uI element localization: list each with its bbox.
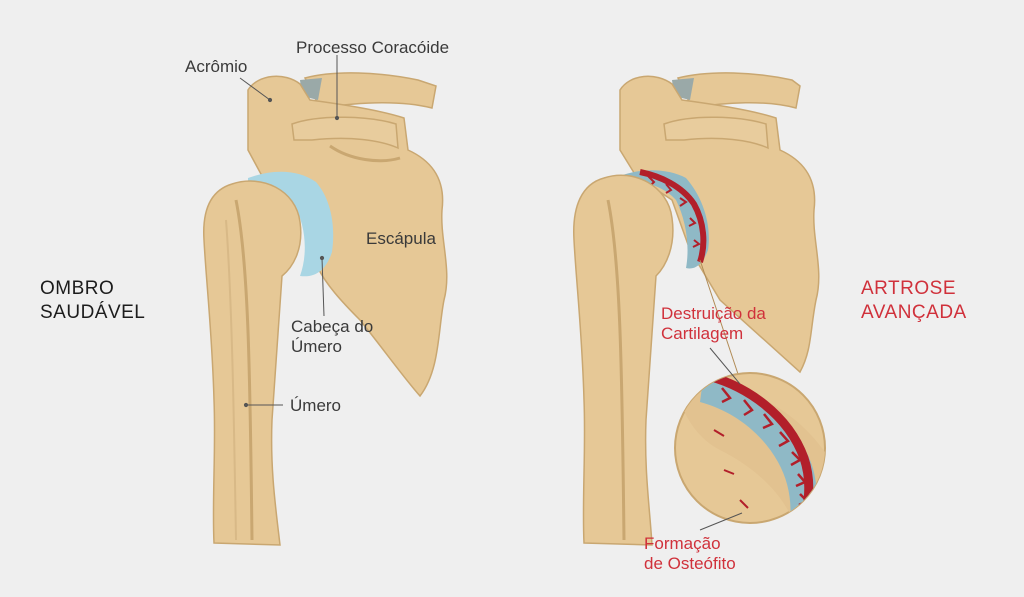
osteophyte-label-line1: Formação	[644, 534, 721, 553]
healthy-title-line2: SAUDÁVEL	[40, 302, 146, 323]
humerus-label: Úmero	[290, 396, 342, 415]
cartilage-destruction-label-line1: Destruição da	[661, 304, 766, 323]
healthy-leader-lines	[239, 55, 340, 408]
osteophyte-label-line2: de Osteófito	[644, 554, 736, 573]
osteophyte-label: Formação de Osteófito	[644, 534, 736, 574]
cartilage-destruction-label: Destruição da Cartilagem	[661, 304, 766, 344]
arthritic-title-line1: ARTROSE	[861, 278, 957, 299]
scapula-label: Escápula	[366, 229, 436, 248]
arthritic-scapula	[619, 75, 820, 374]
arthritic-title: ARTROSE AVANÇADA	[861, 277, 967, 325]
healthy-coracoid	[291, 116, 399, 150]
healthy-scapula	[247, 75, 448, 398]
arthritic-leader-lines	[699, 347, 743, 531]
arthritic-clavicle	[676, 72, 801, 109]
healthy-clavicle	[303, 72, 437, 109]
healthy-title: OMBRO SAUDÁVEL	[40, 277, 145, 325]
humeral-head-label-line1: Cabeça do	[291, 317, 374, 336]
healthy-humerus	[203, 180, 302, 546]
cartilage-destruction-label-line2: Cartilagem	[661, 324, 744, 343]
arthritic-shoulder	[573, 72, 826, 546]
arthritic-humerus	[573, 174, 674, 546]
healthy-title-line1: OMBRO	[40, 278, 115, 299]
acromio-label: Acrômio	[185, 57, 248, 76]
humeral-head-label-line2: Úmero	[291, 337, 343, 356]
arthritic-title-line2: AVANÇADA	[861, 302, 967, 323]
coracoid-label: Processo Coracóide	[296, 38, 450, 57]
zoom-detail-circle	[674, 372, 826, 524]
humeral-head-label: Cabeça do Úmero	[291, 317, 373, 357]
healthy-shoulder	[203, 55, 448, 546]
healthy-cartilage	[248, 171, 334, 277]
